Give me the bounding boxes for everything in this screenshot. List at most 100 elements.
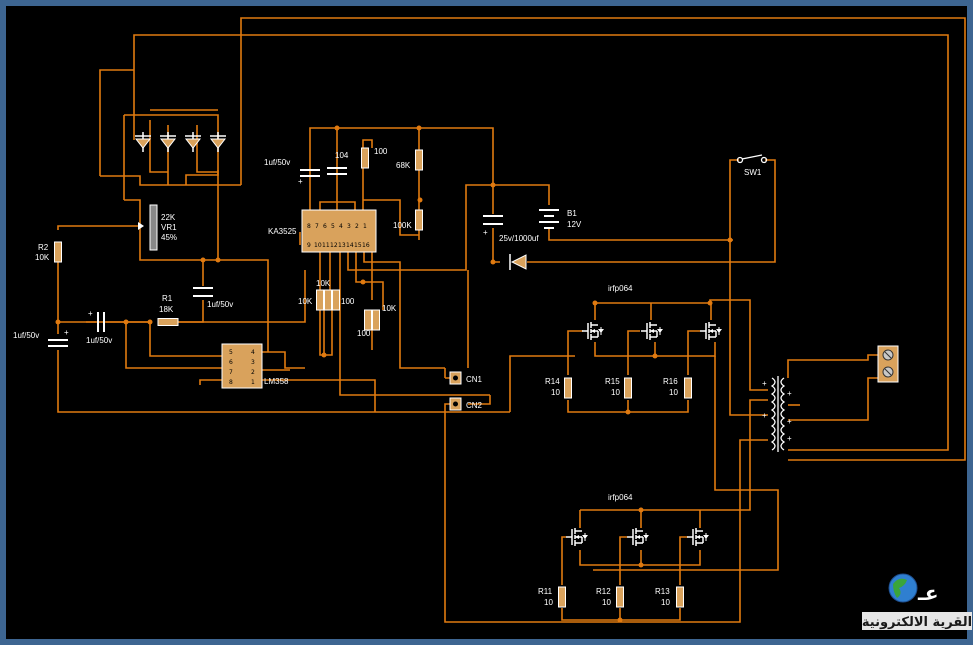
r15-ref: R15 [605,377,620,386]
wire-vr1-wiper [57,225,138,230]
ka-cap1-plus: + [298,177,303,186]
vr-capacitor [193,287,213,297]
output-terminal[interactable] [877,345,899,383]
r-10k-c [372,309,380,331]
wire-trafo-out [787,354,878,378]
mosfet-top-1 [581,321,605,341]
r13-resistor [676,586,684,608]
svg-text:3: 3 [347,223,351,230]
r2-ref: R2 [38,243,49,252]
mosfet-bottom-label: irfp064 [608,493,633,502]
battery-ref: B1 [567,209,577,218]
left-capacitor [48,339,68,347]
r-100-b-value: 100 [357,329,371,338]
wire-vr1 [124,199,269,352]
r-10k-a [316,289,324,311]
wire-cn2-drive2 [468,395,491,405]
r-top-100 [361,147,369,169]
switch-sw1[interactable] [736,154,768,164]
wire-batt [493,184,733,241]
cn1-label: CN1 [466,375,483,384]
series-cap-value: 1uf/50v [86,336,112,345]
series-capacitor [97,312,105,332]
wire-vr1-cap [178,260,204,323]
wires [57,17,966,623]
r2-resistor [54,241,62,263]
svg-text:8: 8 [229,379,233,386]
wire-sw [729,159,768,416]
svg-text:7: 7 [315,223,319,230]
svg-text:6: 6 [229,359,233,366]
wire-ka-b5 [355,252,384,310]
wire-ka-pin [319,201,356,210]
mosfet-top-label: irfp064 [608,284,633,293]
wire-mos-top-drains [594,303,712,320]
svg-text:13: 13 [338,242,346,249]
wire-r1-lm [125,322,222,369]
svg-text:8: 8 [307,223,311,230]
vr1-value: 22K [161,213,176,222]
ka-cap1-value: 1uf/50v [264,158,290,167]
connector-cn2[interactable] [449,397,462,411]
ka3525-pins: 8 7 6 5 4 3 2 1 9 10 11 12 13 14 15 16 [307,223,370,249]
wire-lm-bottom [262,379,376,412]
r16-ref: R16 [663,377,678,386]
r11-value: 10 [544,598,553,607]
logo-text: القرية الالكترونية [862,615,972,630]
r1-resistor [157,318,179,326]
svg-text:1: 1 [363,223,367,230]
r-68k [415,149,423,171]
wire-mos-top-gnd [593,356,779,571]
battery-b1 [539,209,559,229]
wire-bridge-bottom [100,175,241,186]
r12-ref: R12 [596,587,611,596]
wire-ka-b6 [363,252,445,369]
svg-text:5: 5 [331,223,335,230]
r13-ref: R13 [655,587,670,596]
wire-ka-top3 [362,139,373,210]
site-logo: عـ القرية الالكترونية [862,573,972,630]
wire-lm-right [262,351,305,369]
r2-value: 10K [35,253,50,262]
transformer-marks: + + + + + [762,379,792,443]
r-10k-b [324,289,332,311]
r-10k-c-value: 10K [382,304,397,313]
wire-mos-top-drain [509,355,575,412]
ka3525-chip [301,209,377,253]
wire-ka-top5 [363,199,419,236]
series-diode [509,254,527,270]
mosfet-bottom-3 [686,527,710,547]
svg-text:6: 6 [323,223,327,230]
svg-text:5: 5 [229,349,233,356]
r14-ref: R14 [545,377,560,386]
series-cap-plus: + [88,309,93,318]
svg-text:4: 4 [339,223,343,230]
svg-text:15: 15 [354,242,362,249]
left-cap-plus: + [64,328,69,337]
connector-cn1[interactable] [449,371,462,385]
r13-value: 10 [661,598,670,607]
mosfet-bottom-1 [565,527,589,547]
vr1-potentiometer [138,204,158,251]
lm358-chip [221,343,263,389]
svg-text:+: + [787,389,792,398]
left-cap-value: 1uf/50v [13,331,39,340]
svg-text:+: + [762,379,767,388]
r16-resistor [684,377,692,399]
lm358-label: LM358 [264,377,289,386]
vr1-setting: 45% [161,233,177,242]
mosfet-bottom-2 [626,527,650,547]
wire-lm-bottom2 [199,369,290,385]
r11-resistor [558,586,566,608]
r-10k-a-value: 10K [298,297,313,306]
svg-text:2: 2 [355,223,359,230]
r12-value: 10 [602,598,611,607]
svg-text:14: 14 [346,242,354,249]
wire-mos-top-gate [567,330,700,375]
wire-ka-b4 [347,184,493,271]
svg-text:+: + [787,434,792,443]
r-100k [415,209,423,231]
wire-bridge-mid [149,120,168,173]
ka3525-label: KA3525 [268,227,297,236]
